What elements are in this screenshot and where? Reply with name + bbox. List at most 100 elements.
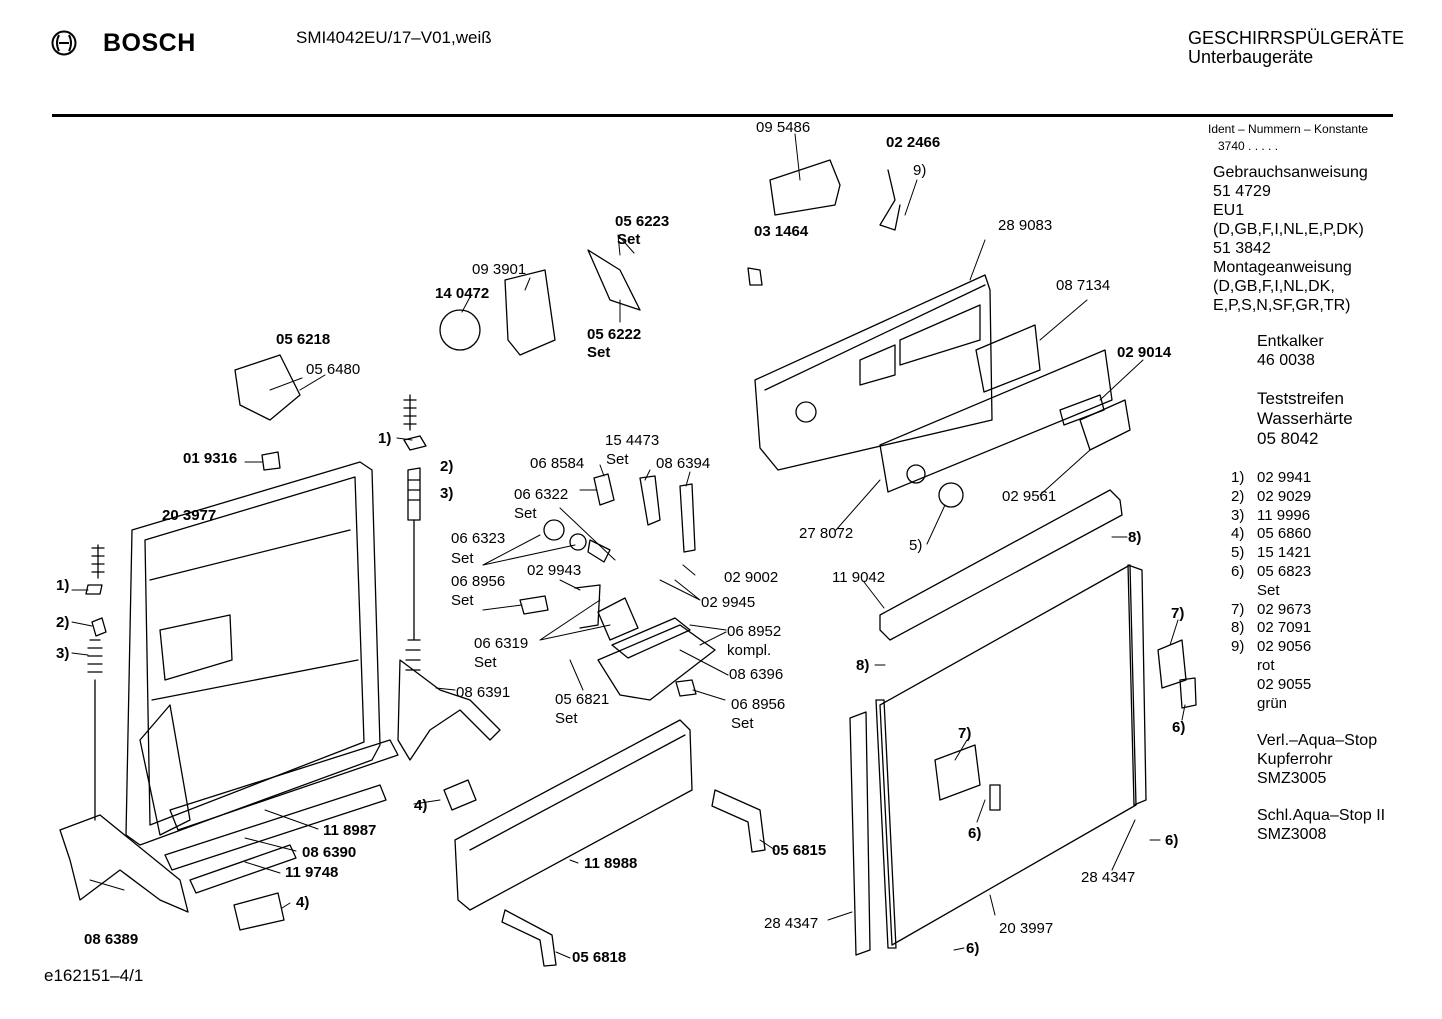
ref-label-5: 5) [909, 537, 923, 554]
switch-block-095486 [770, 160, 840, 215]
part-label-set-3: Set [606, 451, 629, 468]
part-label-278072: 27 8072 [799, 525, 854, 542]
part-label-022466: 02 2466 [886, 134, 941, 151]
part-label-284347-b: 28 4347 [1081, 869, 1136, 886]
part-label-203977: 20 3977 [162, 507, 217, 524]
part-label-029561: 02 9561 [1002, 488, 1057, 505]
ref-label-2b: 2) [56, 614, 70, 631]
test-strips-line: 05 8042 [1257, 429, 1319, 448]
kick-plate [455, 720, 692, 910]
part-label-086390: 08 6390 [302, 844, 357, 861]
top-strip-119042 [880, 490, 1122, 640]
part-label-066319: 06 6319 [474, 635, 529, 652]
part-label-set-2: Set [587, 344, 611, 361]
part-label-093901: 09 3901 [472, 261, 527, 278]
part-label-set-7: Set [474, 654, 497, 671]
program-timer [440, 250, 640, 355]
inner-door-panel [126, 462, 398, 845]
part-label-056223: 05 6223 [615, 213, 670, 230]
aquastop-block-2: Schl.Aqua–Stop II SMZ3008 [1257, 806, 1385, 844]
doc-line: E,P,S,N,SF,GR,TR) [1213, 297, 1351, 314]
part-label-068584: 06 8584 [530, 455, 585, 472]
part-label-284347-a: 28 4347 [764, 915, 819, 932]
part-label-086394: 08 6394 [656, 455, 711, 472]
plug-031464 [748, 268, 762, 285]
header-divider [52, 114, 1393, 117]
part-label-019316: 01 9316 [183, 450, 238, 467]
outer-door-panel [876, 565, 1136, 948]
legend-item: rot [1257, 656, 1275, 674]
ref-label-6b: 6) [968, 825, 982, 842]
leader-lines [72, 134, 1185, 958]
legend-item: 2)02 9029 [1231, 487, 1312, 505]
ref-label-7a: 7) [1171, 605, 1185, 622]
hinge-springs [86, 395, 426, 820]
part-label-086396: 08 6396 [729, 666, 784, 683]
legend-item: 7)02 9673 [1231, 600, 1312, 618]
legend-item: 8)02 7091 [1231, 619, 1312, 637]
legend-item: 5)15 1421 [1231, 544, 1312, 562]
aquastop-block-1: Verl.–Aqua–Stop Kupferrohr SMZ3005 [1257, 731, 1377, 788]
ref-label-8b: 8) [856, 657, 870, 674]
part-label-095486: 09 5486 [756, 119, 811, 136]
ref-label-8a: 8) [1128, 529, 1142, 546]
part-label-031464: 03 1464 [754, 223, 809, 240]
part-label-set-4: Set [514, 505, 537, 522]
ref-label-6a: 6) [1172, 719, 1186, 736]
valve-022466 [880, 170, 900, 230]
descaler-line: 46 0038 [1257, 352, 1315, 369]
ref-label-3a: 3) [440, 485, 454, 502]
part-label-086391: 08 6391 [456, 684, 511, 701]
model-number: SMI4042EU/17–V01,weiß [296, 28, 492, 47]
part-label-029002: 02 9002 [724, 569, 779, 586]
hinge-part-6 [1180, 678, 1196, 708]
part-label-140472: 14 0472 [435, 285, 490, 302]
part-label-029943: 02 9943 [527, 562, 582, 579]
clip-019316 [262, 452, 280, 470]
legend-item: 1)02 9941 [1231, 469, 1312, 486]
aquastop-line: Verl.–Aqua–Stop [1257, 732, 1378, 749]
doc-line: 51 4729 [1213, 183, 1271, 200]
part-label-056815: 05 6815 [772, 842, 827, 859]
doc-line: Gebrauchsanweisung [1213, 164, 1368, 181]
part-label-087134: 08 7134 [1056, 277, 1111, 294]
test-strips-line: Teststreifen [1257, 389, 1344, 408]
descaler-block: Entkalker 46 0038 [1257, 332, 1324, 370]
part-label-056818: 05 6818 [572, 949, 627, 966]
ref-label-2a: 2) [440, 458, 454, 475]
part-label-set-9: Set [731, 715, 754, 732]
control-panel-parts [755, 275, 1130, 507]
legend-item: 6)05 6823 [1231, 562, 1312, 580]
part-label-set-6: Set [451, 592, 474, 609]
part-label-056821: 05 6821 [555, 691, 610, 708]
part-label-set-1: Set [617, 231, 641, 248]
legend-item: grün [1257, 694, 1288, 712]
bracket-086391 [398, 660, 500, 760]
part-label-119042: 11 9042 [832, 569, 886, 586]
drawing-code: e162151–4/1 [44, 966, 144, 985]
legend-item: 3)11 9996 [1231, 506, 1311, 524]
ref-label-3b: 3) [56, 645, 70, 662]
part-label-056222: 05 6222 [587, 326, 642, 343]
part-label-119748: 11 9748 [285, 864, 339, 881]
category-line-2: Unterbaugeräte [1188, 47, 1314, 67]
part-label-kompl: kompl. [727, 642, 772, 659]
ref-label-6d: 6) [966, 940, 980, 957]
test-strips-block: Teststreifen Wasserhärte 05 8042 [1257, 389, 1353, 449]
legend-item: 9)02 9056 [1231, 638, 1312, 656]
legend-item: Set [1257, 581, 1280, 599]
doc-line: 51 3842 [1213, 240, 1271, 257]
part-label-118987: 11 8987 [323, 822, 377, 839]
category-line-1: GESCHIRRSPÜLGERÄTE [1188, 28, 1405, 48]
doc-line: (D,GB,F,I,NL,E,P,DK) [1213, 221, 1364, 238]
legend-list: 1)02 9941 2)02 9029 3)11 9996 4)05 6860 … [1231, 469, 1311, 713]
part-label-086389: 08 6389 [84, 931, 139, 948]
part-label-289083: 28 9083 [998, 217, 1053, 234]
aquastop-line: SMZ3008 [1257, 826, 1327, 843]
part-label-029014: 02 9014 [1117, 344, 1172, 361]
part-label-068956-b: 06 8956 [731, 696, 786, 713]
ref-label-6c: 6) [1165, 832, 1179, 849]
part-label-066323: 06 6323 [451, 530, 506, 547]
aquastop-line: SMZ3005 [1257, 770, 1327, 787]
